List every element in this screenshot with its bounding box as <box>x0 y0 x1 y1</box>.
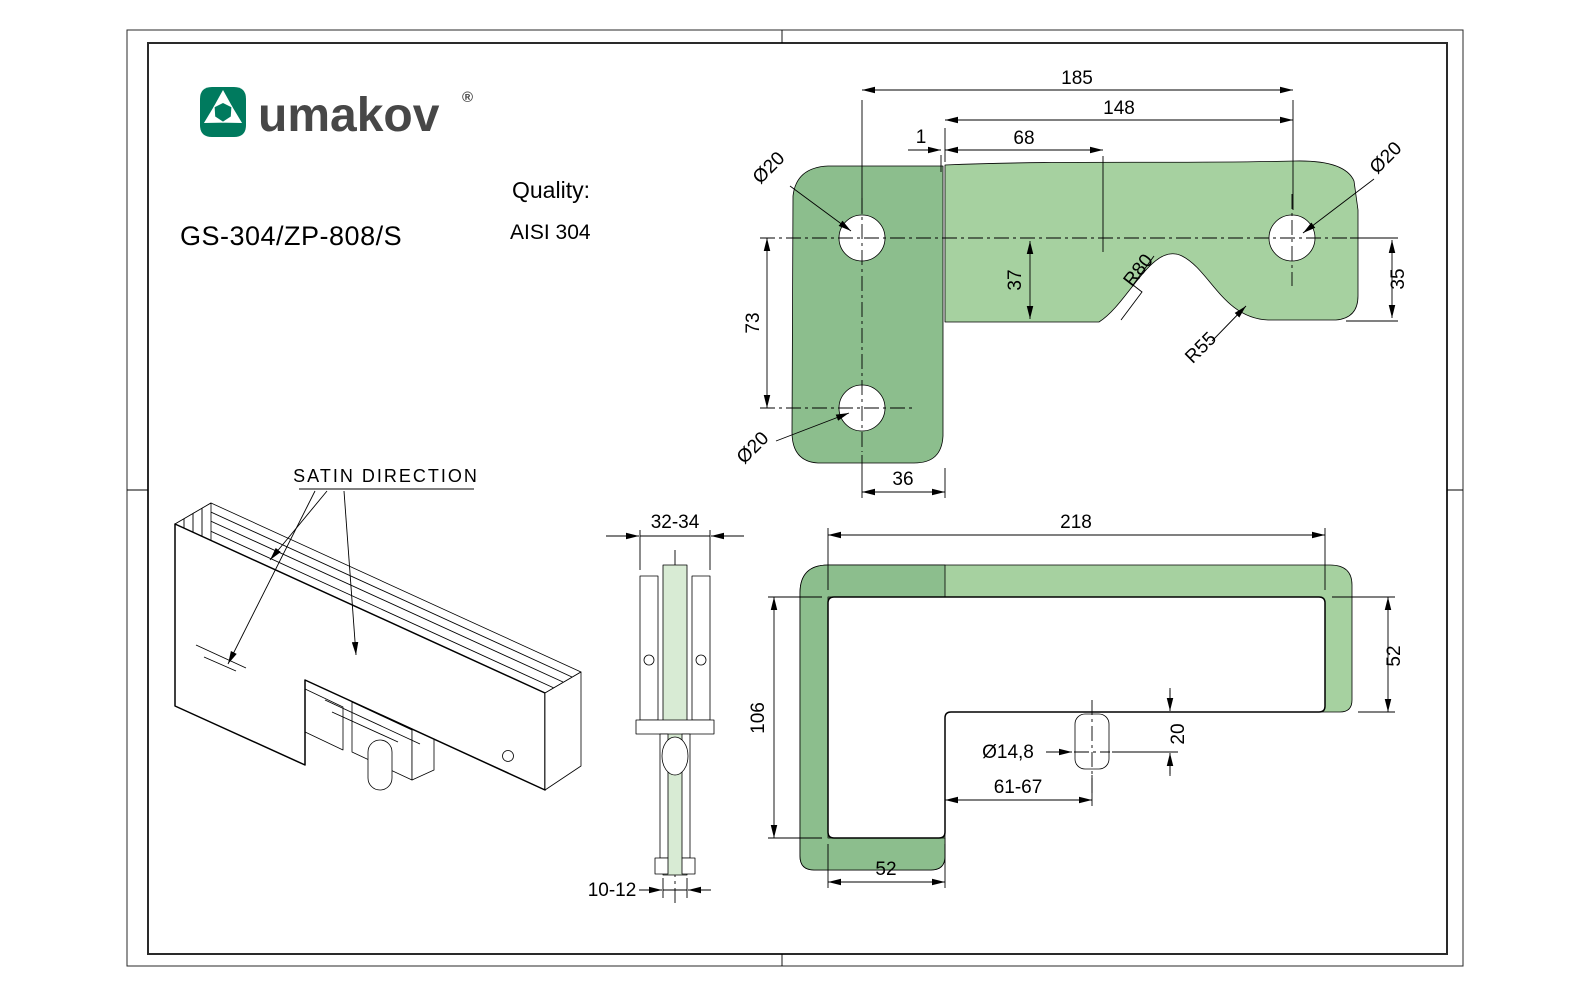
quality-label: Quality: <box>512 177 590 203</box>
plan-leg-glass <box>791 165 944 464</box>
dim-label-73: 73 <box>743 312 764 333</box>
iso-top-band-layers <box>183 507 573 689</box>
logo-registered-mark: ® <box>462 89 473 106</box>
front-view: 218 52 106 52 61-67 20 Ø14,8 <box>748 512 1405 888</box>
dim-label-dia20-right: Ø20 <box>1366 138 1406 178</box>
section-pivot-pin <box>661 736 689 776</box>
iso-satin-strokes <box>195 644 421 745</box>
dim-label-1: 1 <box>916 127 927 148</box>
iso-view: SATIN DIRECTION <box>174 466 582 791</box>
umakov-logo: umakov ® <box>200 87 473 142</box>
dim-label-dia20-top-left: Ø20 <box>749 148 789 188</box>
section-foot-left <box>654 857 669 875</box>
logo-badge-icon <box>200 87 246 137</box>
leader-dia20-top-left <box>789 185 852 232</box>
dim-label-68: 68 <box>1013 128 1034 149</box>
satin-arrow-2 <box>269 490 328 561</box>
section-plate-left <box>639 575 659 721</box>
plan-extension-lines <box>861 100 1398 498</box>
dim-label-35: 35 <box>1388 268 1409 289</box>
dim-label-52-bottom: 52 <box>875 859 896 880</box>
leader-r55 <box>1211 305 1247 342</box>
section-plate-right <box>691 575 711 721</box>
section-view: 32-34 10-12 <box>588 512 744 905</box>
product-code: GS-304/ZP-808/S <box>180 221 402 251</box>
iso-glass-tab <box>302 687 344 751</box>
plan-arm-glass <box>944 160 1359 323</box>
frame-center-marks <box>127 30 1463 966</box>
dim-label-10-12: 10-12 <box>588 880 637 901</box>
front-metal-cover <box>827 596 1326 839</box>
dim-label-185: 185 <box>1061 68 1093 89</box>
iso-screw <box>502 750 514 762</box>
quality-value: AISI 304 <box>510 221 591 244</box>
dim-label-218: 218 <box>1060 512 1092 533</box>
logo-brand-text: umakov <box>258 89 440 142</box>
r80-break-line <box>1120 255 1155 321</box>
satin-arrow-1 <box>227 490 316 665</box>
leader-dia20-bottom <box>775 412 850 442</box>
leader-dia20-right <box>1302 178 1375 234</box>
dim-label-148: 148 <box>1103 98 1135 119</box>
dim-label-106: 106 <box>748 702 769 734</box>
satin-direction-label: SATIN DIRECTION <box>293 466 479 486</box>
dim-label-dia20-bottom: Ø20 <box>733 428 773 468</box>
section-extension-lines <box>639 530 711 898</box>
dim-label-52-right: 52 <box>1384 645 1405 666</box>
dim-label-36: 36 <box>892 469 913 490</box>
plan-view: 185 148 68 1 73 37 35 36 Ø20 Ø20 Ø20 R80… <box>733 68 1409 498</box>
dim-label-61-67: 61-67 <box>994 777 1043 798</box>
dim-label-37: 37 <box>1005 269 1026 290</box>
section-screw-left <box>643 654 655 666</box>
dim-label-20: 20 <box>1168 723 1189 744</box>
plan-centerlines <box>760 194 1352 452</box>
section-foot-right <box>681 857 696 875</box>
frame-inner <box>147 42 1448 955</box>
dim-label-r55: R55 <box>1181 328 1220 367</box>
iso-pivot-pin <box>367 739 393 791</box>
iso-right-end-face <box>544 671 582 791</box>
section-screw-right <box>695 654 707 666</box>
dim-label-32-34: 32-34 <box>651 512 700 533</box>
dim-label-dia14: Ø14,8 <box>982 742 1034 763</box>
satin-arrow-3 <box>343 490 359 656</box>
frame-outer <box>126 29 1464 967</box>
section-clamp-base <box>635 719 715 735</box>
drawing-frame <box>126 29 1464 967</box>
